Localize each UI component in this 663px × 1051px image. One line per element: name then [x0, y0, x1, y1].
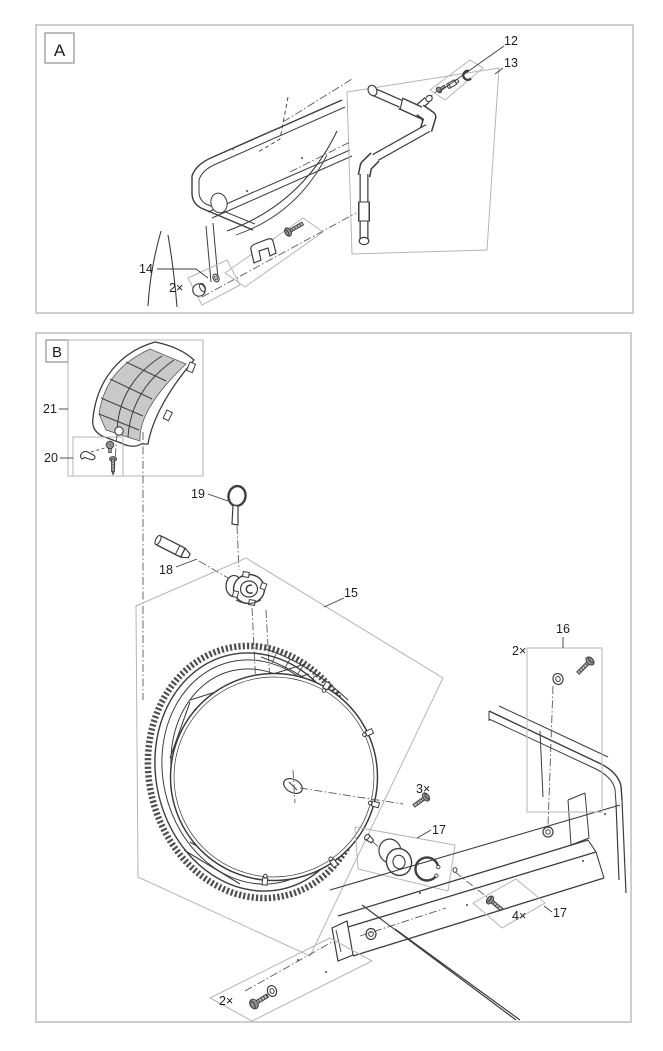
pipe-end-cap [358, 236, 370, 246]
mesh-panel [92, 341, 197, 447]
surface-dots [296, 812, 607, 974]
centerline [292, 769, 296, 804]
tank-corner-b [296, 705, 627, 1021]
centerline [201, 212, 357, 298]
centerline [299, 787, 404, 805]
centerline [198, 560, 229, 579]
centerline [359, 907, 447, 937]
drum-part-box-15 [135, 557, 444, 957]
leader-line-17-rail [543, 905, 553, 913]
callout-14: 14 [139, 262, 153, 276]
tank-corner-a [147, 96, 353, 308]
panel-tag-a: A [44, 32, 75, 64]
leader-line-13 [494, 67, 504, 75]
washer-bottom [266, 985, 278, 997]
disc-clips [261, 680, 381, 886]
panel-a-border [35, 24, 634, 314]
bushing-part-box-17 [354, 826, 456, 892]
panel-a: A [35, 24, 634, 314]
callout-12: 12 [504, 34, 518, 48]
nozzle-fitting [446, 78, 460, 89]
filter-drum [144, 642, 381, 902]
centerline [282, 78, 353, 123]
tank-drain-hole [210, 192, 228, 214]
plug-parts [192, 273, 220, 297]
disc-center-latch [283, 777, 303, 795]
clip-screws [105, 440, 117, 476]
screw-part-box-16 [526, 647, 603, 813]
callout-17-rail: 17 [553, 906, 567, 920]
retainer-clip [79, 450, 96, 461]
centerline [547, 685, 554, 827]
support-rail [331, 826, 605, 962]
small-plug [212, 273, 220, 283]
mesh-mount-hole [114, 426, 124, 436]
branch-cap [425, 94, 433, 103]
drum-front-disc [169, 672, 379, 882]
drive-pin [154, 534, 191, 559]
washer-16 [552, 672, 564, 686]
callout-18: 18 [159, 563, 173, 577]
screw-head-top [105, 440, 115, 450]
leader-line-19 [207, 493, 229, 502]
hex-bolt [249, 993, 270, 1010]
centerline [454, 871, 493, 902]
shaft-bushing [364, 833, 441, 882]
clip-part-box-20 [72, 436, 124, 477]
leader-line-14 [157, 268, 209, 279]
qty-label-plugs: 2× [169, 281, 183, 295]
rail-screw [485, 895, 504, 912]
qty-label-disc-screws: 3× [416, 782, 430, 796]
callout-19: 19 [191, 487, 205, 501]
qty-label-16: 2× [512, 644, 526, 658]
leader-line-12 [438, 45, 505, 93]
drum-hub [225, 571, 268, 606]
centerline [371, 840, 385, 853]
panel-tag-b: B [45, 339, 69, 363]
callout-15: 15 [344, 586, 358, 600]
mesh-tab [185, 361, 197, 374]
callout-13: 13 [504, 56, 518, 70]
centerline [236, 525, 240, 571]
centerline [244, 941, 333, 992]
rail-bolt [542, 826, 554, 838]
rail-screw-box [472, 878, 546, 929]
mesh-tab [162, 409, 174, 422]
outlet-pipe-assembly [357, 84, 437, 246]
callout-21: 21 [43, 402, 57, 416]
leader-line-15 [323, 597, 345, 608]
mesh-part-box-21 [67, 339, 204, 477]
fitting-part-box-12 [429, 59, 484, 101]
bottom-bolt-box [208, 937, 374, 1022]
centerline [289, 141, 351, 173]
qty-label-rail-screws: 4× [512, 909, 526, 923]
callout-16: 16 [556, 622, 570, 636]
retaining-clip [462, 69, 472, 82]
callout-20: 20 [44, 451, 58, 465]
rail-mount-screw [576, 656, 595, 675]
pipe-clamp [250, 238, 277, 264]
leader-line-17-mid [416, 829, 432, 839]
panel-b: B 21 20 [35, 332, 632, 1023]
plug-17 [364, 833, 375, 844]
clamp-screw [284, 221, 305, 237]
callout-17-mid: 17 [432, 823, 446, 837]
qty-label-bottom-bolts: 2× [219, 994, 233, 1008]
rail-end-plate [331, 920, 354, 962]
lifting-ring-pin [227, 484, 247, 526]
leader-line-18 [175, 558, 198, 568]
pipe-top-cap [367, 84, 378, 97]
panel-tag-a-label: A [54, 41, 66, 60]
disc-screw [412, 792, 431, 808]
panel-tag-b-label: B [52, 344, 62, 361]
